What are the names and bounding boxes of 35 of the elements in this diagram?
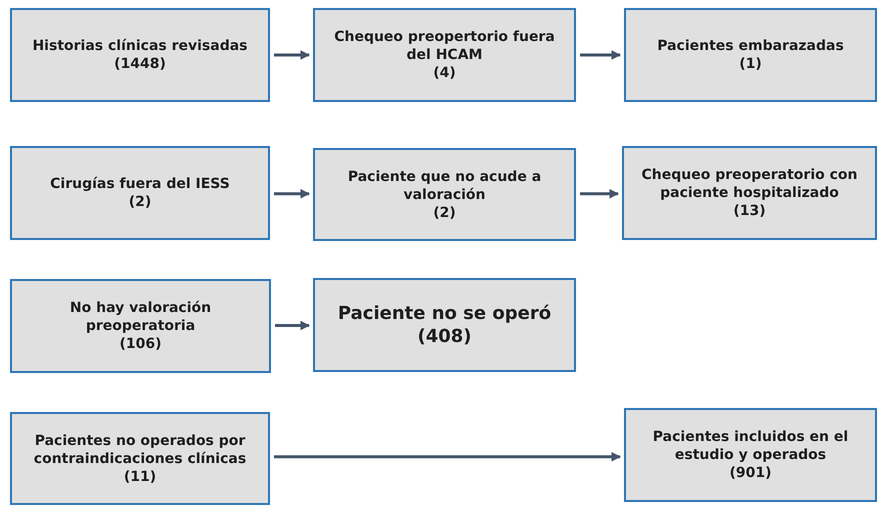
arrow [580,50,621,60]
count-label: (4) [433,64,456,82]
process-box [624,8,877,102]
process-box [313,8,576,102]
count-label: (901) [729,464,772,482]
box-label: Paciente no se operó [338,302,552,325]
process-box [622,146,877,240]
count-label: (13) [733,202,766,220]
box-label: Cirugías fuera del IESS [50,175,230,193]
box-label: No hay valoración preoperatoria [68,299,212,335]
arrow [275,320,310,330]
box-label: Pacientes embarazadas [657,37,844,55]
count-label: (2) [128,193,152,211]
process-box [10,412,270,505]
process-box [10,8,270,102]
arrow [274,50,310,60]
process-box [10,279,271,373]
process-box [10,146,270,240]
count-label: (1) [739,55,762,73]
process-box [313,278,576,372]
box-label: Chequeo preopertorio fuera del HCAM [333,28,556,64]
box-label: Chequeo preoperatorio con paciente hospitalizado [640,166,858,202]
arrow [580,188,619,199]
arrow [274,452,621,462]
count-label: (2) [433,204,456,222]
box-label: Paciente que no acude a valoración [346,168,542,204]
box-label: Pacientes no operados por contraindicaciones clínicas (11) [32,432,248,486]
count-label: (106) [119,335,162,353]
arrow [274,188,310,199]
box-label: Pacientes incluidos en el estudio y operados [652,428,850,464]
box-label: Historias clínicas revisadas [32,37,248,55]
process-box [313,148,576,241]
count-label: (408) [417,325,472,348]
count-label: (1448) [114,55,166,73]
process-box [624,408,877,502]
